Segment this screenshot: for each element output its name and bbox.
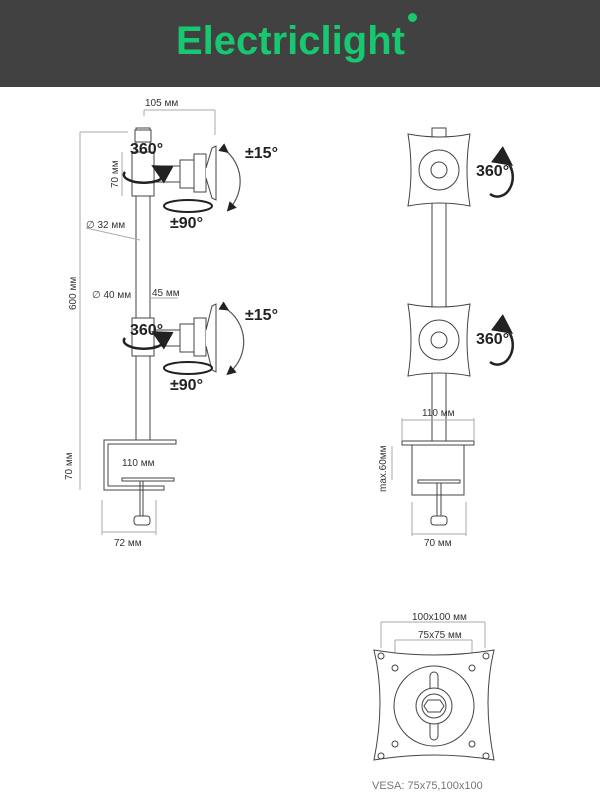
vesa-inner-label: 75x75 мм xyxy=(418,630,462,641)
lower-arm-label: 45 мм xyxy=(152,288,180,299)
clamp-diameter-label: ∅ 40 мм xyxy=(92,290,131,301)
pole-diameter-label: ∅ 32 мм xyxy=(86,220,125,231)
vesa-plate xyxy=(373,621,495,761)
brand-name: Electriclight xyxy=(176,19,405,63)
front-clamp-base-label: 70 мм xyxy=(424,538,452,549)
front-rotate-top-label: 360° xyxy=(476,163,509,180)
desk-clamp xyxy=(103,439,177,491)
total-height-label: 600 мм xyxy=(68,277,79,310)
rotate-top-label: 360° xyxy=(130,141,163,158)
arm-width-label: 105 мм xyxy=(145,98,178,109)
front-plate-bottom xyxy=(407,303,471,377)
front-view xyxy=(391,127,514,536)
swivel-top-label: ±90° xyxy=(170,215,203,232)
front-rotate-bottom-label: 360° xyxy=(476,331,509,348)
clamp-height-label: 70 мм xyxy=(64,452,75,480)
clamp-base-label: 72 мм xyxy=(114,538,142,549)
front-plate-top xyxy=(407,133,471,207)
tilt-bottom-label: ±15° xyxy=(245,307,278,324)
rotate-bottom-label: 360° xyxy=(130,322,163,339)
side-view xyxy=(79,109,245,535)
vesa-outer-label: 100x100 мм xyxy=(412,612,467,623)
front-clamp-width-label: 110 мм xyxy=(422,408,455,419)
head-height-label: 70 мм xyxy=(110,160,121,188)
clamp-depth-label: 110 мм xyxy=(122,458,155,469)
brand-dot-icon xyxy=(408,13,417,22)
brand-logo: Electriclight xyxy=(176,12,417,74)
swivel-bottom-label: ±90° xyxy=(170,377,203,394)
top-clamp xyxy=(131,151,155,197)
tilt-top-label: ±15° xyxy=(245,145,278,162)
max-thickness-label: max.60мм xyxy=(378,445,389,492)
vesa-caption: VESA: 75x75,100x100 xyxy=(372,780,483,792)
header-bar: Electriclight xyxy=(0,0,600,87)
